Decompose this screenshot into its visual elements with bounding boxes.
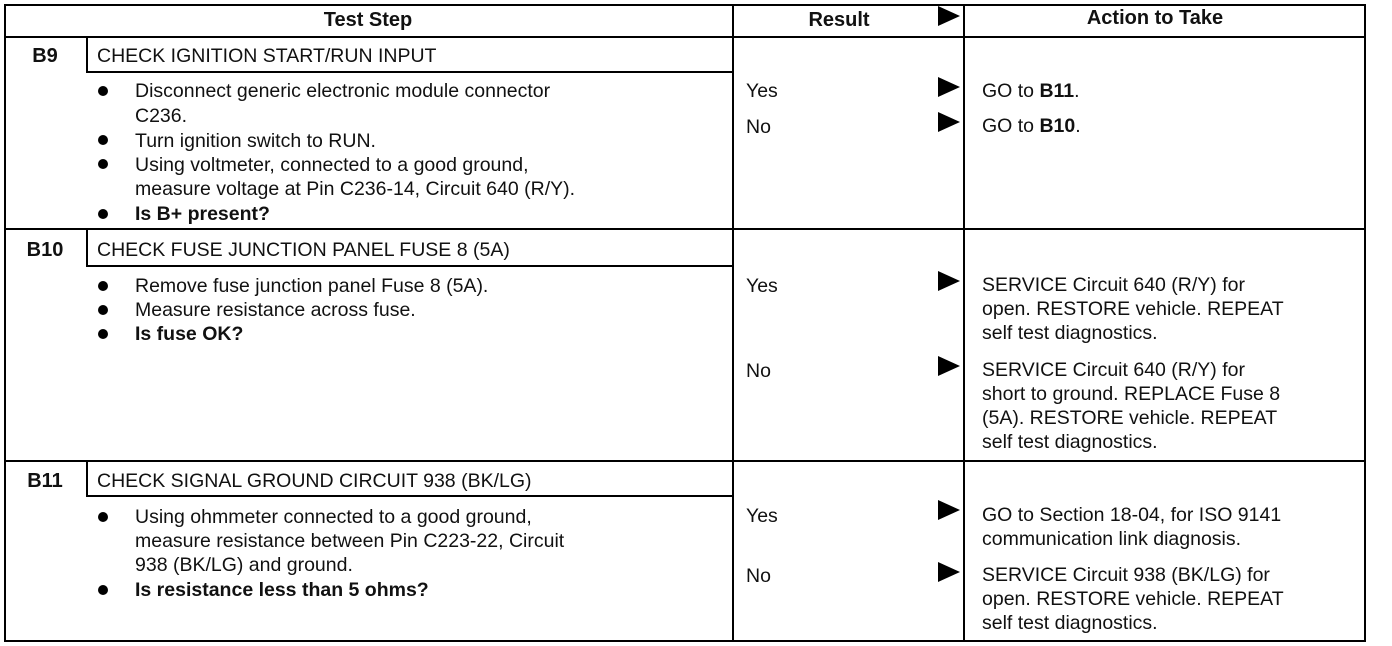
table-top-border — [4, 4, 1366, 6]
b11-title-underline — [88, 495, 734, 497]
row-b9-b10-divider — [4, 228, 1366, 230]
b11-bullet-2: Is resistance less than 5 ohms? — [135, 579, 429, 601]
b11-action-yes-line-1: GO to Section 18-04, for ISO 9141 — [982, 504, 1282, 526]
b10-action-no-line-4: self test diagnostics. — [982, 431, 1158, 453]
b9-result-no: No — [746, 116, 771, 138]
b11-result-no: No — [746, 565, 771, 587]
b10-action-no-line-2: short to ground. REPLACE Fuse 8 — [982, 383, 1281, 405]
b9-bullet-4: Is B+ present? — [135, 203, 270, 225]
header-action: Action to Take — [1086, 7, 1224, 29]
bullet-icon — [98, 159, 108, 169]
b10-title-underline — [88, 265, 734, 267]
result-column-left-border — [732, 4, 734, 642]
b11-bullet-1-line-2: measure resistance between Pin C223-22, … — [135, 530, 565, 552]
b11-bullet-1-line-3: 938 (BK/LG) and ground. — [135, 554, 353, 576]
b10-action-yes-line-1: SERVICE Circuit 640 (R/Y) for — [982, 274, 1245, 296]
row-b10-b11-divider — [4, 460, 1366, 462]
header-arrow-icon — [938, 6, 960, 26]
b9-action-yes: GO to B11. — [982, 80, 1080, 102]
header-result: Result — [808, 9, 870, 31]
bullet-icon — [98, 281, 108, 291]
step-title-b10: CHECK FUSE JUNCTION PANEL FUSE 8 (5A) — [97, 239, 510, 261]
table-right-border — [1364, 4, 1366, 642]
b11-result-yes: Yes — [746, 505, 778, 527]
bullet-icon — [98, 329, 108, 339]
b11-action-yes-line-2: communication link diagnosis. — [982, 528, 1242, 550]
bullet-icon — [98, 512, 108, 522]
header-bottom-border — [4, 36, 1366, 38]
b9-action-no: GO to B10. — [982, 115, 1081, 137]
result-arrow-icon — [938, 562, 960, 582]
b10-result-yes: Yes — [746, 275, 778, 297]
b11-action-no-line-2: open. RESTORE vehicle. REPEAT — [982, 588, 1284, 610]
b10-action-yes-line-3: self test diagnostics. — [982, 322, 1158, 344]
step-title-b9: CHECK IGNITION START/RUN INPUT — [97, 45, 437, 67]
bullet-icon — [98, 305, 108, 315]
step-title-b11: CHECK SIGNAL GROUND CIRCUIT 938 (BK/LG) — [97, 470, 532, 492]
b10-action-no-line-1: SERVICE Circuit 640 (R/Y) for — [982, 359, 1245, 381]
result-arrow-icon — [938, 356, 960, 376]
b9-code-divider — [86, 37, 88, 73]
bullet-icon — [98, 209, 108, 219]
b11-bullet-1-line-1: Using ohmmeter connected to a good groun… — [135, 506, 532, 528]
b10-bullet-3: Is fuse OK? — [135, 323, 244, 345]
step-code-b9: B9 — [32, 45, 58, 67]
step-code-b10: B10 — [26, 239, 64, 261]
b10-bullet-2: Measure resistance across fuse. — [135, 299, 416, 321]
b9-bullet-1-line-2: C236. — [135, 105, 188, 127]
b9-bullet-1-line-1: Disconnect generic electronic module con… — [135, 80, 551, 102]
action-column-left-border — [963, 4, 965, 642]
result-arrow-icon — [938, 112, 960, 132]
bullet-icon — [98, 135, 108, 145]
bullet-icon — [98, 86, 108, 96]
b11-action-no-line-3: self test diagnostics. — [982, 612, 1158, 634]
b9-bullet-2: Turn ignition switch to RUN. — [135, 130, 376, 152]
result-arrow-icon — [938, 77, 960, 97]
b9-result-yes: Yes — [746, 80, 778, 102]
result-arrow-icon — [938, 271, 960, 291]
b10-bullet-1: Remove fuse junction panel Fuse 8 (5A). — [135, 275, 489, 297]
b11-action-no-line-1: SERVICE Circuit 938 (BK/LG) for — [982, 564, 1270, 586]
b11-code-divider — [86, 461, 88, 497]
table-left-border — [4, 4, 6, 642]
header-test-step: Test Step — [323, 9, 413, 31]
step-code-b11: B11 — [27, 470, 63, 492]
bullet-icon — [98, 585, 108, 595]
b10-code-divider — [86, 229, 88, 267]
b10-action-yes-line-2: open. RESTORE vehicle. REPEAT — [982, 298, 1284, 320]
b9-bullet-3-line-2: measure voltage at Pin C236-14, Circuit … — [135, 178, 576, 200]
b10-action-no-line-3: (5A). RESTORE vehicle. REPEAT — [982, 407, 1278, 429]
b10-result-no: No — [746, 360, 771, 382]
result-arrow-icon — [938, 500, 960, 520]
b9-title-underline — [88, 71, 734, 73]
b9-bullet-3-line-1: Using voltmeter, connected to a good gro… — [135, 154, 529, 176]
table-bottom-border — [4, 640, 1366, 642]
